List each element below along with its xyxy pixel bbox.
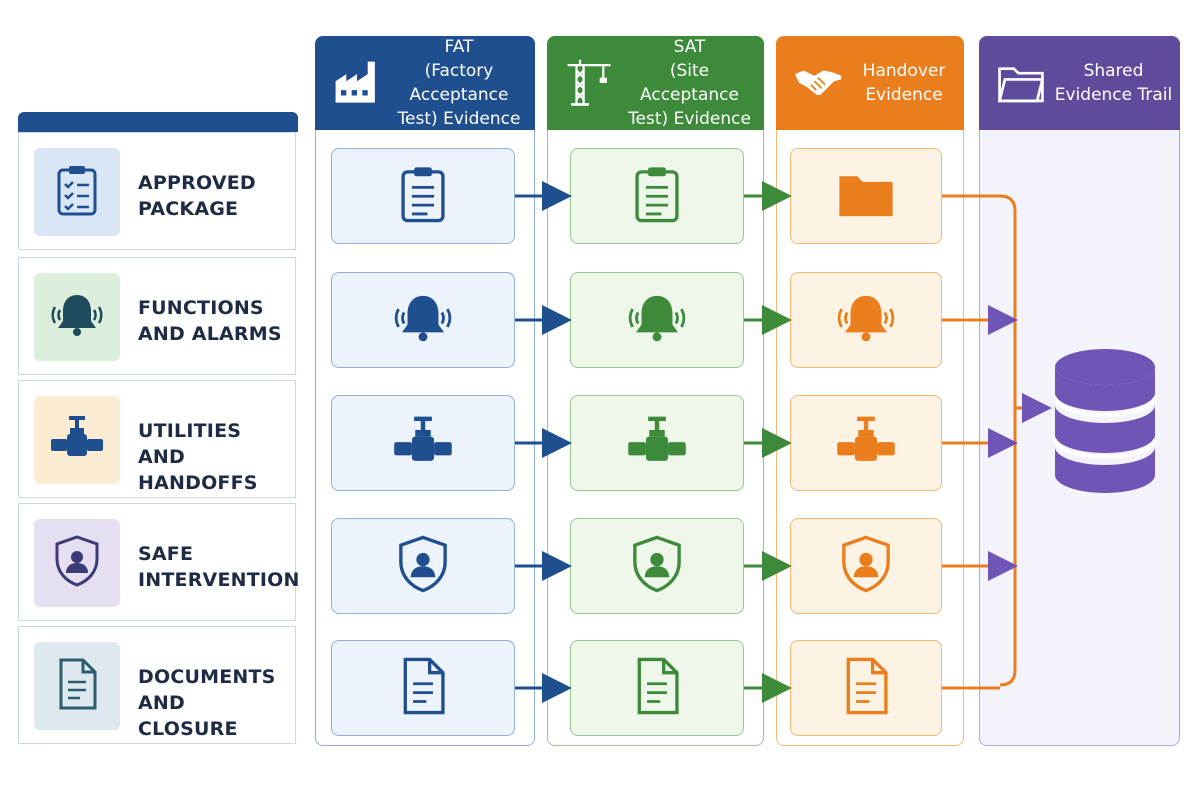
category-row <box>18 503 296 621</box>
category-icon-box <box>34 396 120 484</box>
category-label-line2: AND ALARMS <box>138 323 282 345</box>
alarm-bell-icon <box>835 287 897 354</box>
stage-title-line3: Test) Evidence <box>397 109 521 129</box>
evidence-cell <box>570 148 744 244</box>
category-label-line1: SAFE <box>138 543 194 565</box>
stage-title-line1: SAT <box>673 37 706 57</box>
stage-title-line2: Evidence <box>865 85 943 105</box>
document-icon <box>49 656 105 717</box>
database-icon <box>1050 345 1160 495</box>
category-label-line2: AND CLOSURE <box>138 692 238 740</box>
stage-title-line1: Handover <box>862 61 946 81</box>
category-icon-box <box>34 519 120 607</box>
category-label-line1: FUNCTIONS <box>138 297 264 319</box>
factory-icon <box>325 58 389 108</box>
category-icon-box <box>34 273 120 361</box>
category-row <box>18 257 296 375</box>
document-icon <box>626 655 688 722</box>
category-label: FUNCTIONS AND ALARMS <box>138 295 288 347</box>
category-label-line1: APPROVED <box>138 172 256 194</box>
shield-person-icon <box>626 533 688 600</box>
shield-person-icon <box>49 533 105 594</box>
evidence-cell <box>570 518 744 614</box>
folder-icon <box>835 163 897 230</box>
document-icon <box>392 655 454 722</box>
category-label-line2: INTERVENTION <box>138 569 300 591</box>
clipboard-icon <box>626 163 688 230</box>
valve-icon <box>49 410 105 471</box>
evidence-cell <box>570 272 744 368</box>
evidence-cell <box>570 640 744 736</box>
stage-title-line1: Shared <box>1083 61 1144 81</box>
category-label-line1: DOCUMENTS <box>138 666 276 688</box>
category-label-line2: PACKAGE <box>138 198 239 220</box>
stage-title-line2: (Factory Acceptance <box>409 61 509 105</box>
category-header-bar <box>18 112 298 132</box>
category-label: DOCUMENTS AND CLOSURE <box>138 664 288 742</box>
evidence-cell <box>790 272 942 368</box>
evidence-cell <box>790 148 942 244</box>
clipboard-checklist-icon <box>49 162 105 223</box>
evidence-cell <box>790 395 942 491</box>
category-icon-box <box>34 148 120 236</box>
category-icon-box <box>34 642 120 730</box>
evidence-cell <box>331 148 515 244</box>
evidence-cell <box>790 518 942 614</box>
shield-person-icon <box>835 533 897 600</box>
stage-title-line2: Evidence Trail <box>1054 85 1173 105</box>
category-label: UTILITIES AND HANDOFFS <box>138 418 288 496</box>
handshake-icon <box>786 58 850 108</box>
evidence-cell <box>331 272 515 368</box>
alarm-bell-icon <box>626 287 688 354</box>
alarm-bell-icon <box>49 287 105 348</box>
valve-icon <box>626 410 688 477</box>
valve-icon <box>835 410 897 477</box>
alarm-bell-icon <box>392 287 454 354</box>
category-label-line1: UTILITIES <box>138 420 242 442</box>
category-label: SAFE INTERVENTION <box>138 541 300 593</box>
document-icon <box>835 655 897 722</box>
clipboard-icon <box>392 163 454 230</box>
stage-title-line2: (Site Acceptance <box>640 61 739 105</box>
category-label: APPROVED PACKAGE <box>138 170 288 222</box>
valve-icon <box>392 410 454 477</box>
evidence-cell <box>331 518 515 614</box>
evidence-cell <box>570 395 744 491</box>
stage-title-line1: FAT <box>444 37 474 57</box>
crane-icon <box>557 58 621 108</box>
evidence-cell <box>790 640 942 736</box>
shield-person-icon <box>392 533 454 600</box>
evidence-cell <box>331 640 515 736</box>
evidence-cell <box>331 395 515 491</box>
stage-title-line3: Test) Evidence <box>628 109 751 129</box>
category-row <box>18 132 296 250</box>
category-row <box>18 626 296 744</box>
folder-icon <box>989 58 1053 108</box>
category-row <box>18 380 296 498</box>
category-label-line2: AND HANDOFFS <box>138 446 258 494</box>
